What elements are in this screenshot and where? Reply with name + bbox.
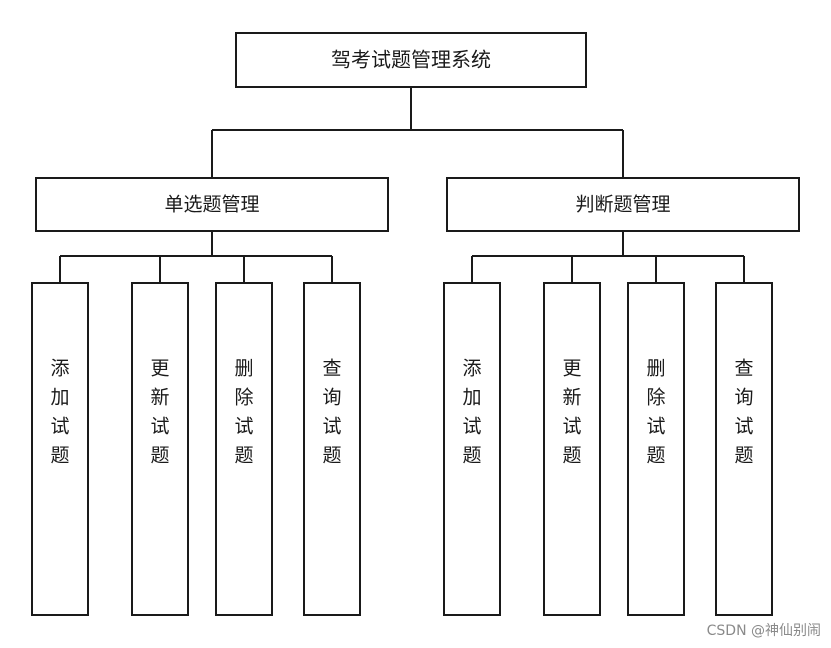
leaf-nodes: 添加试题 更新试题 删除试题 查询试题 添加试题 更新试题 删除试题 查询试题 (31, 282, 773, 616)
leaf-label-add: 添加试题 (50, 358, 69, 467)
leaf-label-update: 更新试题 (562, 358, 581, 467)
leaf-node-update: 更新试题 (543, 282, 601, 616)
branch-node-true-false: 判断题管理 (446, 177, 800, 232)
leaf-node-query: 查询试题 (303, 282, 361, 616)
leaf-label-update: 更新试题 (150, 358, 169, 467)
leaf-node-update: 更新试题 (131, 282, 189, 616)
connector-lines (59, 87, 745, 283)
branch-label-single-choice: 单选题管理 (164, 194, 259, 216)
watermark: CSDN @神仙别闹 (706, 623, 821, 639)
leaf-node-query: 查询试题 (715, 282, 773, 616)
leaf-label-add: 添加试题 (462, 358, 481, 467)
leaf-label-query: 查询试题 (734, 358, 753, 467)
leaf-label-query: 查询试题 (322, 358, 341, 467)
leaf-node-delete: 删除试题 (215, 282, 273, 616)
branch-node-single-choice: 单选题管理 (35, 177, 389, 232)
branch-label-true-false: 判断题管理 (575, 194, 670, 216)
leaf-node-add: 添加试题 (31, 282, 89, 616)
root-node: 驾考试题管理系统 (235, 32, 587, 88)
leaf-label-delete: 删除试题 (646, 358, 665, 467)
root-label: 驾考试题管理系统 (331, 48, 491, 72)
leaf-node-delete: 删除试题 (627, 282, 685, 616)
leaf-label-delete: 删除试题 (234, 358, 253, 467)
leaf-node-add: 添加试题 (443, 282, 501, 616)
